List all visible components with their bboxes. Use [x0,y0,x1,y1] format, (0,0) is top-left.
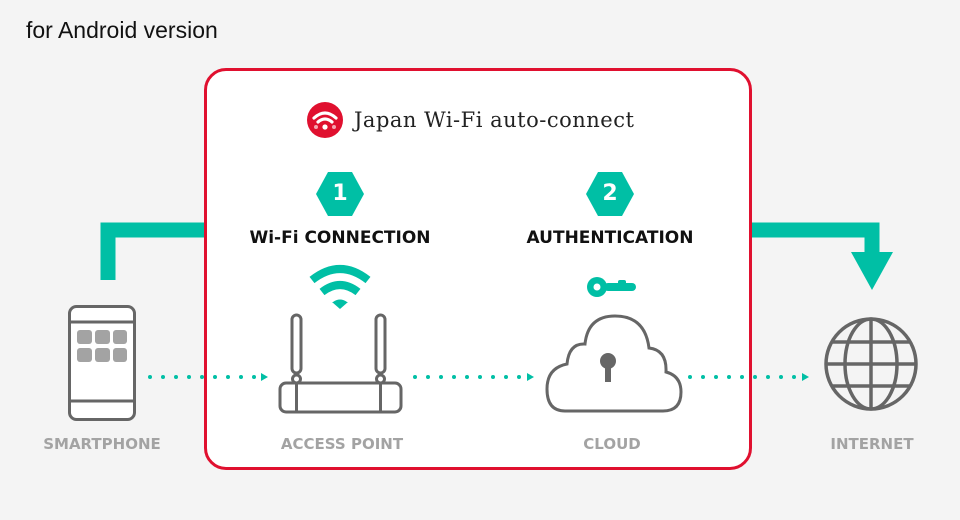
brand-name: Japan Wi-Fi auto-connect [354,108,635,132]
wifi-logo-icon [307,102,343,138]
step-2-number: 2 [602,181,618,206]
step-1-number: 1 [332,181,348,206]
internet-label: INTERNET [830,435,914,453]
router-icon [278,313,403,414]
internet-arrowhead [851,252,893,290]
connector-cloud-internet [688,373,809,381]
wifi-icon [309,265,371,309]
step-1-badge [316,172,364,216]
step-2-badge [586,172,634,216]
connector-phone-ap [148,373,268,381]
smartphone-to-frame-arrow [100,222,206,280]
access-point-label: ACCESS POINT [280,435,404,453]
cloud-label: CLOUD [583,435,641,453]
key-icon [587,277,636,297]
cloud-lock-icon [545,314,683,413]
connector-ap-cloud [413,373,534,381]
smartphone-label: SMARTPHONE [43,435,161,453]
step-1-label: Wi-Fi CONNECTION [249,228,431,248]
smartphone-icon [68,305,136,421]
brand: Japan Wi-Fi auto-connect [306,101,634,139]
page-title: for Android version [26,17,218,43]
globe-icon [824,317,918,411]
frame-to-internet-arrow [752,222,880,258]
step-2-label: AUTHENTICATION [526,228,694,248]
